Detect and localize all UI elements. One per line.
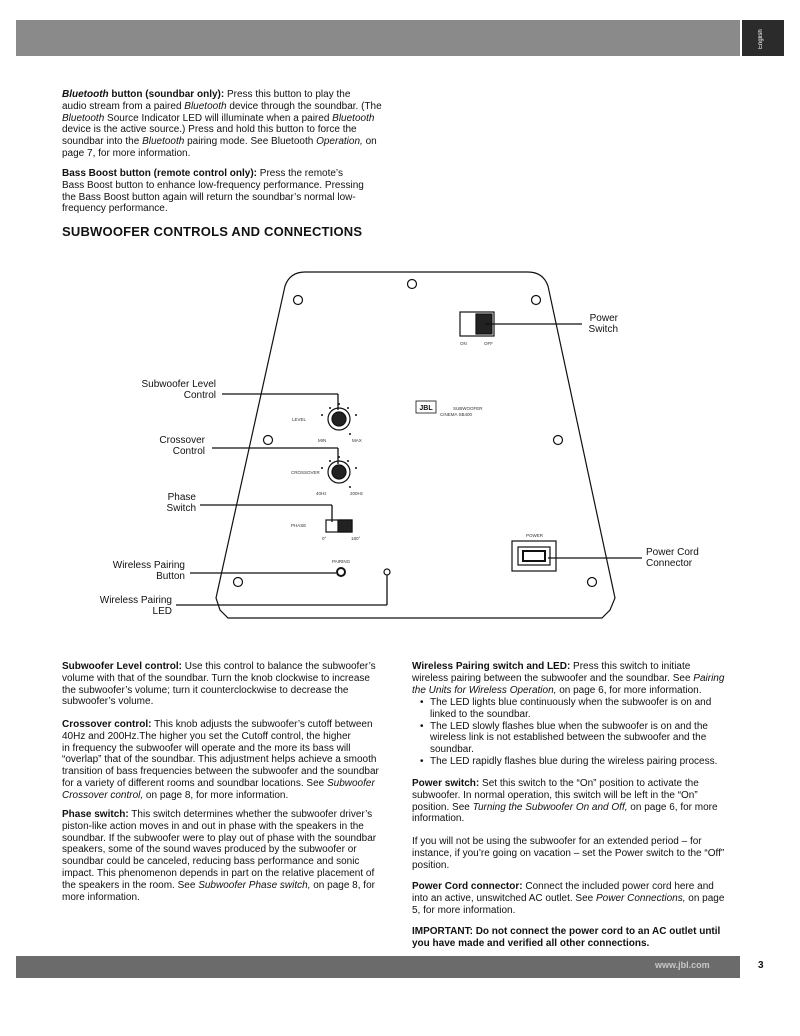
- crossover-knob-outer: [327, 460, 351, 484]
- svg-text:Control: Control: [184, 390, 216, 401]
- svg-text:Control: Control: [173, 446, 205, 457]
- mount-hole: [530, 294, 542, 306]
- callout-pairing-button: Wireless Pairing: [113, 560, 185, 571]
- panel-level-label: LEVEL: [292, 417, 307, 422]
- power-connector: [511, 540, 557, 572]
- power-connector-socket: [522, 550, 546, 562]
- callout-power-switch: Power: [590, 313, 619, 324]
- panel-phase-0-label: 0°: [322, 536, 327, 541]
- jbl-logo: JBL: [419, 405, 433, 412]
- vacation-paragraph: If you will not be using the subwoofer f…: [412, 836, 725, 871]
- phase-switch-paragraph: Phase switch: This switch determines whe…: [62, 809, 377, 903]
- power-switch-paragraph: Power switch: Set this switch to the “On…: [412, 778, 718, 825]
- panel-phase-180-label: 180°: [351, 536, 361, 541]
- panel-40hz-label: 40Hz: [316, 491, 327, 496]
- panel-min-label: MIN: [318, 438, 326, 443]
- phase-switch-toggle: [337, 519, 353, 533]
- list-item: The LED rapidly flashes blue during the …: [420, 756, 740, 768]
- svg-text:Switch: Switch: [589, 324, 618, 335]
- footer-bar: [16, 956, 740, 978]
- panel-power-label: POWER: [526, 533, 544, 538]
- section-title: SUBWOOFER CONTROLS AND CONNECTIONS: [62, 224, 363, 239]
- mount-hole: [232, 576, 244, 588]
- bluetooth-button-paragraph: Bluetooth button (soundbar only): Press …: [62, 89, 382, 159]
- power-connector-inner: [517, 546, 551, 566]
- callout-crossover: Crossover: [159, 435, 205, 446]
- wireless-pairing-paragraph: Wireless Pairing switch and LED: Press t…: [412, 661, 725, 696]
- jbl-logo-box: [415, 400, 437, 414]
- panel-phase-label: PHASE: [291, 523, 306, 528]
- subwoofer-panel-diagram: Power Switch Subwoofer Level Control Cro…: [100, 271, 699, 619]
- svg-text:Connector: Connector: [646, 558, 693, 569]
- important-warning: IMPORTANT: Do not connect the power cord…: [412, 926, 721, 949]
- page-number: 3: [758, 960, 764, 971]
- svg-text:LED: LED: [153, 606, 172, 617]
- language-label: English: [758, 29, 764, 49]
- mount-hole: [406, 278, 418, 290]
- panel-model-label: CINEMA SB400: [440, 412, 473, 417]
- footer-url[interactable]: www.jbl.com: [655, 960, 710, 970]
- panel-subwoofer-label: SUBWOOFER: [453, 406, 483, 411]
- panel-crossover-label: CROSSOVER: [291, 470, 321, 475]
- callout-pairing-led: Wireless Pairing: [100, 595, 172, 606]
- panel-on-label: ON: [460, 341, 467, 346]
- crossover-control-paragraph: Crossover control: This knob adjusts the…: [62, 719, 379, 801]
- level-control-paragraph: Subwoofer Level control: Use this contro…: [62, 661, 376, 708]
- panel-200hz-label: 200Hz: [350, 491, 364, 496]
- pairing-button: [336, 567, 346, 577]
- svg-text:Button: Button: [156, 571, 185, 582]
- bluetooth-term: Bluetooth: [62, 89, 109, 100]
- panel-max-label: MAX: [352, 438, 362, 443]
- language-tab: [742, 20, 784, 56]
- power-cord-paragraph: Power Cord connector: Connect the includ…: [412, 881, 725, 916]
- pairing-led: [383, 568, 391, 576]
- mount-hole: [292, 294, 304, 306]
- panel-pairing-label: PAIRING: [332, 559, 351, 564]
- crossover-knob-inner: [331, 464, 347, 480]
- list-item: The LED lights blue continuously when th…: [420, 697, 740, 721]
- callout-power-cord: Power Cord: [646, 547, 699, 558]
- mount-hole: [552, 434, 564, 446]
- list-item: The LED slowly flashes blue when the sub…: [420, 721, 740, 756]
- mount-hole: [586, 576, 598, 588]
- led-status-list: The LED lights blue continuously when th…: [420, 697, 740, 768]
- header-bar: [16, 20, 740, 56]
- level-knob-outer: [327, 407, 351, 431]
- panel-outline: [215, 271, 616, 619]
- svg-text:Switch: Switch: [167, 503, 196, 514]
- panel-off-label: OFF: [484, 341, 493, 346]
- callout-subwoofer-level: Subwoofer Level: [142, 379, 217, 390]
- mount-hole: [262, 434, 274, 446]
- bass-boost-paragraph: Bass Boost button (remote control only):…: [62, 168, 364, 215]
- callout-phase: Phase: [168, 492, 197, 503]
- level-knob-inner: [331, 411, 347, 427]
